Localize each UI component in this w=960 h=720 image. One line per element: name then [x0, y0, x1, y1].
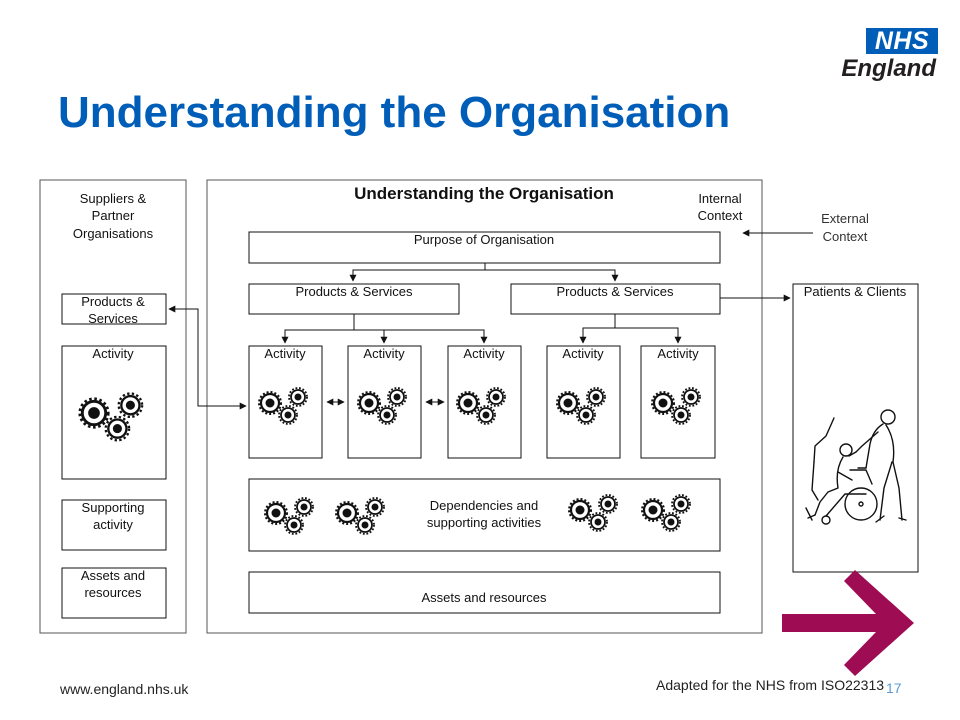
dependencies-line2: supporting activities	[427, 515, 542, 530]
suppliers-title-line2: Partner	[92, 208, 135, 223]
nhs-england-logo: NHS England	[841, 28, 938, 84]
internal-context-line1: Internal	[698, 191, 741, 206]
wheelchair-carer-icon	[805, 409, 907, 525]
diagram-title: Understanding the Organisation	[354, 184, 614, 203]
activity-label: Activity	[463, 346, 505, 361]
activity-label: Activity	[562, 346, 604, 361]
nhs-badge: NHS	[866, 28, 938, 54]
supplier-assets-line2: resources	[84, 585, 142, 600]
suppliers-title-line3: Organisations	[73, 226, 154, 241]
internal-context-line2: Context	[698, 208, 743, 223]
supplier-assets-line1: Assets and	[81, 568, 145, 583]
suppliers-title-line1: Suppliers &	[80, 191, 147, 206]
supporting-activity-line1: Supporting	[82, 500, 145, 515]
products-left-label: Products & Services	[295, 284, 413, 299]
products-right-label: Products & Services	[556, 284, 674, 299]
activity-label: Activity	[657, 346, 699, 361]
supplier-products-line2: Services	[88, 311, 138, 326]
purpose-label: Purpose of Organisation	[414, 232, 554, 247]
external-context-line2: Context	[823, 229, 868, 244]
supplier-activity-label: Activity	[92, 346, 134, 361]
assets-label: Assets and resources	[421, 590, 547, 605]
dependencies-line1: Dependencies and	[430, 498, 538, 513]
activity-label: Activity	[363, 346, 405, 361]
footer-credit: Adapted for the NHS from ISO22313	[656, 677, 885, 693]
page-title: Understanding the Organisation	[58, 88, 731, 137]
footer-url: www.england.nhs.uk	[60, 681, 189, 697]
page-number: 17	[886, 680, 902, 696]
logo-england-text: England	[841, 55, 936, 82]
supporting-activity-line2: activity	[93, 517, 133, 532]
supplier-products-line1: Products &	[81, 294, 145, 309]
right-arrow-icon	[782, 570, 914, 676]
activity-label: Activity	[264, 346, 306, 361]
external-context-line1: External	[821, 211, 869, 226]
patients-label: Patients & Clients	[804, 284, 907, 299]
